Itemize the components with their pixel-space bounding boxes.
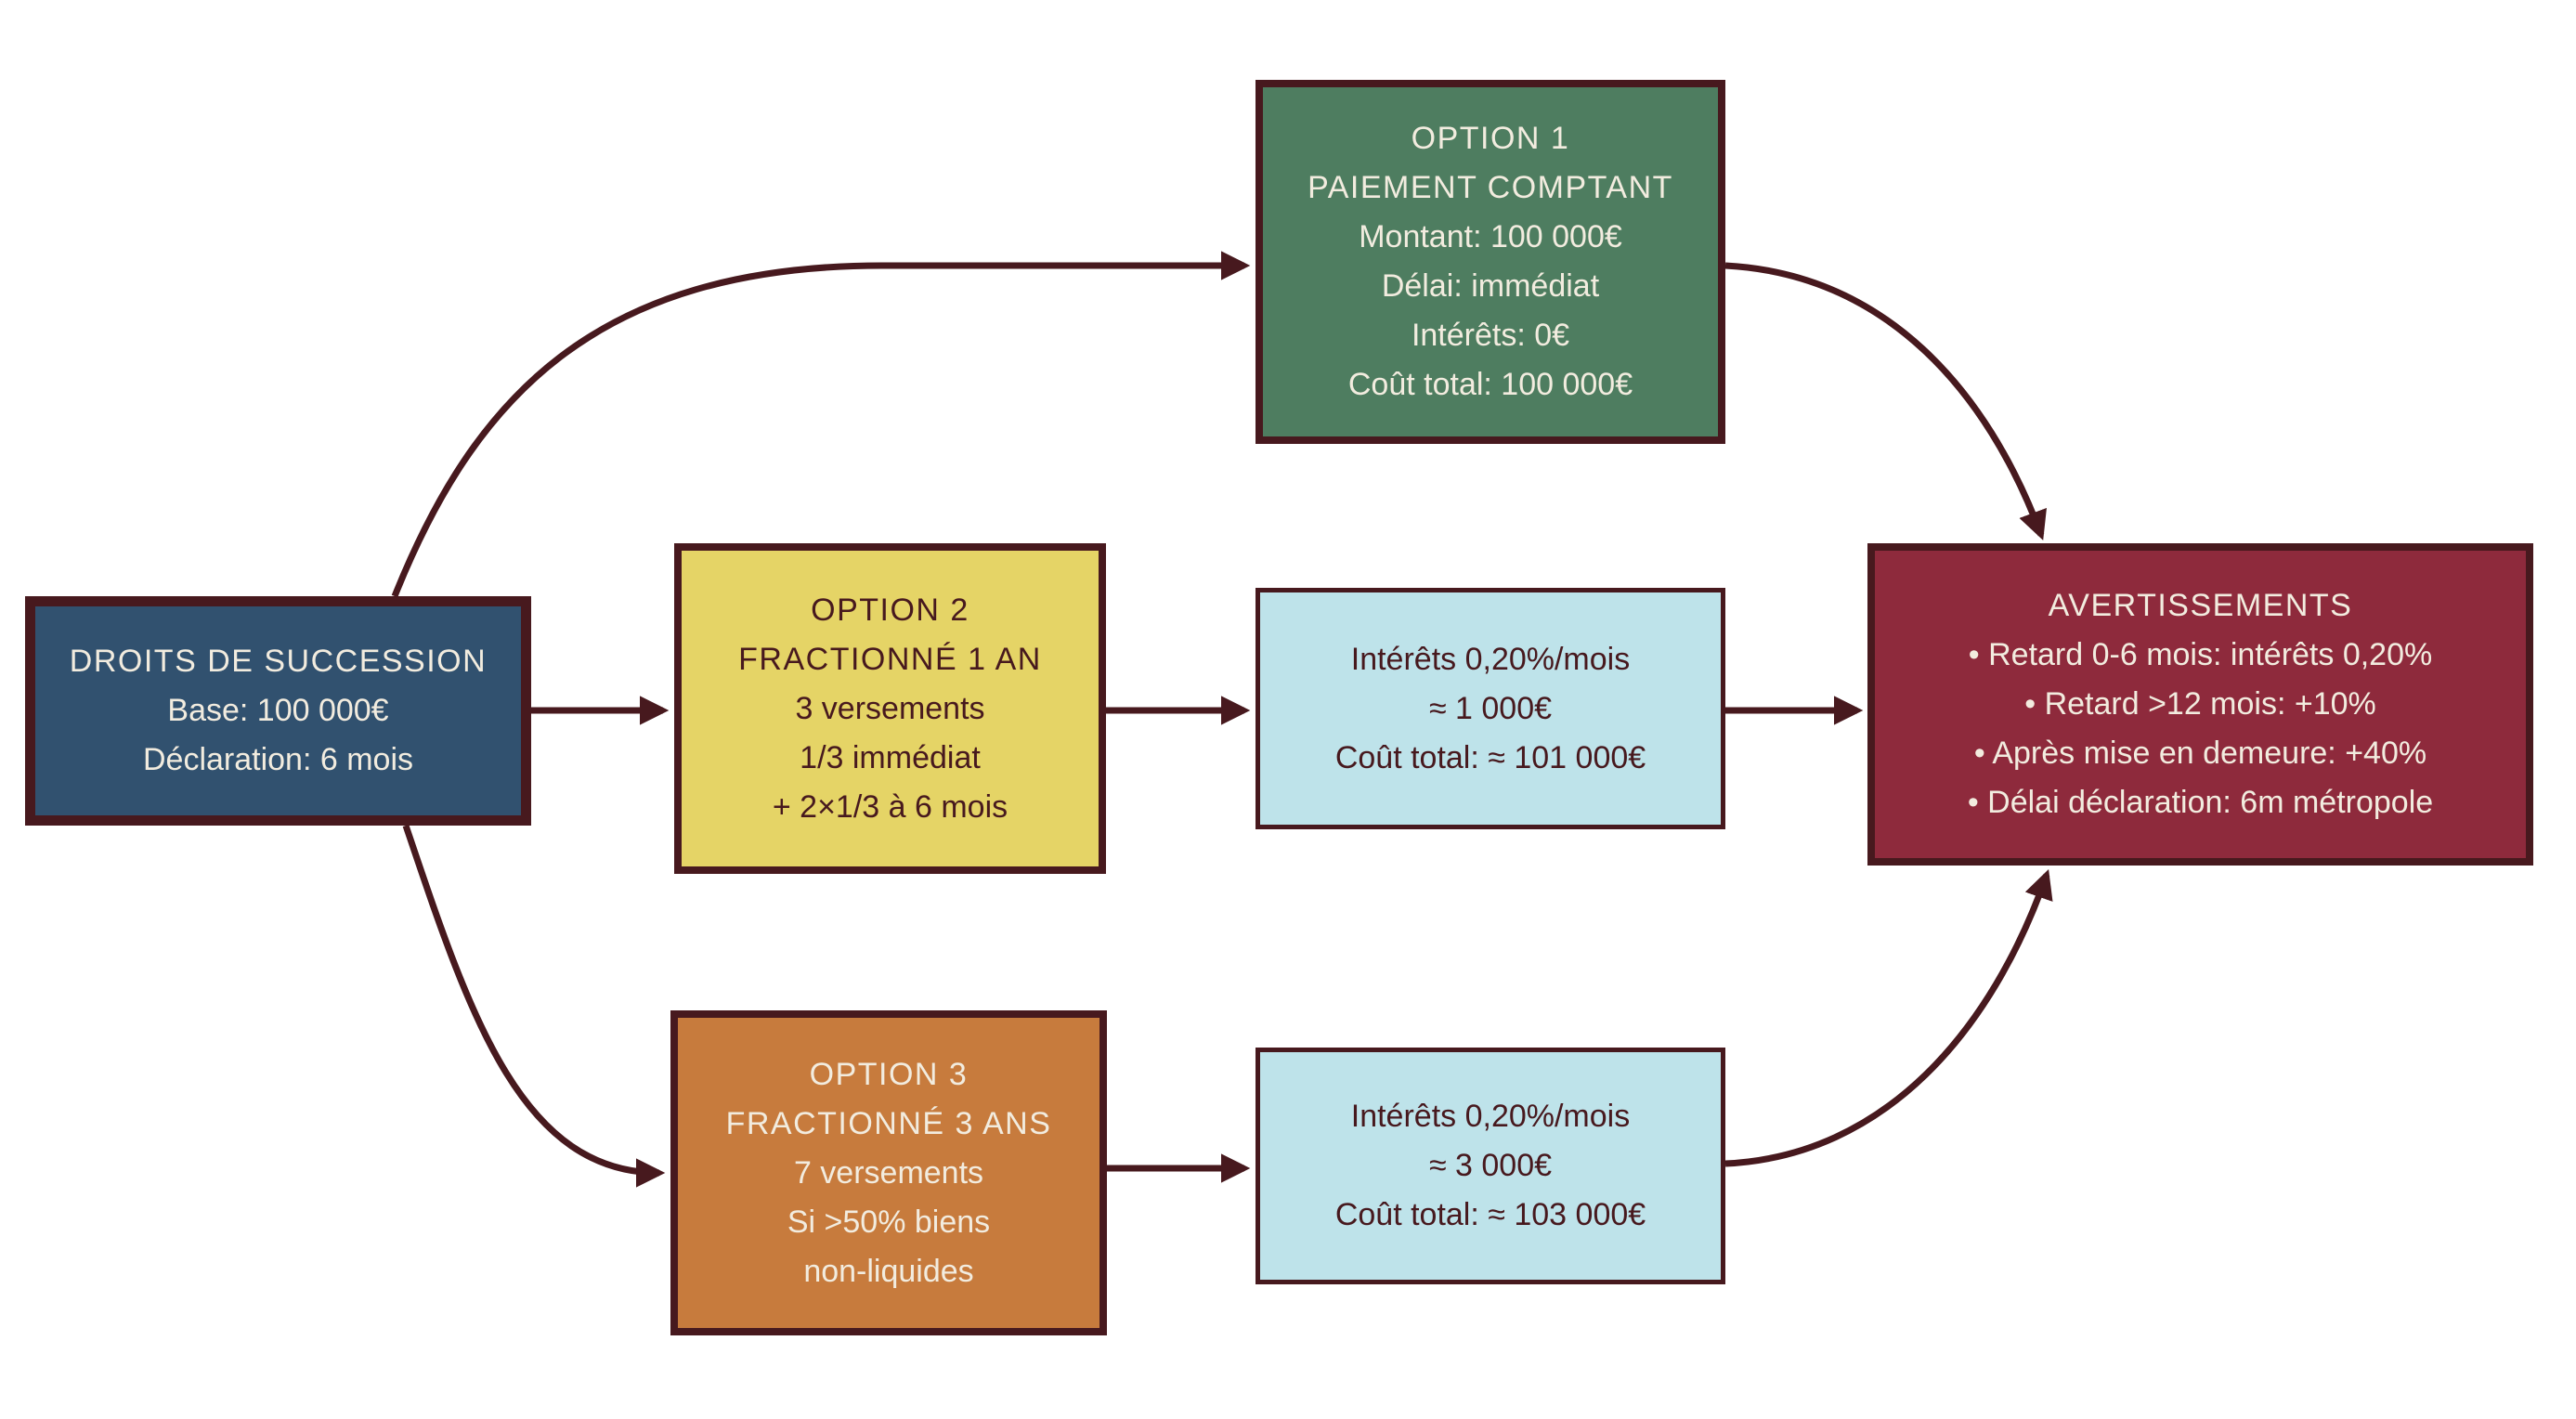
droits-succession-box: DROITS DE SUCCESSION Base: 100 000€ Décl…: [25, 596, 531, 826]
interest2-cout-total: Coût total: ≈ 103 000€: [1334, 1197, 1646, 1232]
option2-echeances: + 2×1/3 à 6 mois: [772, 788, 1008, 825]
option3-condition-liquides: non-liquides: [803, 1253, 974, 1289]
source-declaration: Déclaration: 6 mois: [142, 742, 413, 777]
arrow-source-to-option3: [402, 824, 666, 1188]
option3-fractionne-3ans-box: OPTION 3 FRACTIONNÉ 3 ANS 7 versements S…: [670, 1010, 1107, 1335]
option2-versements: 3 versements: [795, 690, 985, 726]
warning-delai-declaration: • Délai déclaration: 6m métropole: [1967, 785, 2434, 820]
option1-interets: Intérêts: 0€: [1411, 318, 1570, 353]
interest1-taux: Intérêts 0,20%/mois: [1350, 641, 1631, 677]
option1-subtitle: PAIEMENT COMPTANT: [1308, 170, 1673, 205]
interest1-montant: ≈ 1 000€: [1428, 690, 1553, 726]
option1-title: OPTION 1: [1411, 121, 1570, 156]
warning-retard-12: • Retard >12 mois: +10%: [2024, 686, 2376, 722]
warning-retard-0-6: • Retard 0-6 mois: intérêts 0,20%: [1968, 637, 2433, 672]
option1-montant: Montant: 100 000€: [1359, 219, 1622, 254]
source-base: Base: 100 000€: [167, 693, 389, 728]
warning-mise-en-demeure: • Après mise en demeure: +40%: [1973, 736, 2427, 771]
option2-title: OPTION 2: [811, 592, 969, 628]
option3-versements: 7 versements: [793, 1154, 984, 1191]
interest2-box: Intérêts 0,20%/mois ≈ 3 000€ Coût total:…: [1255, 1048, 1725, 1284]
avertissements-box: AVERTISSEMENTS • Retard 0-6 mois: intérê…: [1867, 543, 2533, 866]
interest2-taux: Intérêts 0,20%/mois: [1350, 1099, 1631, 1134]
interest1-box: Intérêts 0,20%/mois ≈ 1 000€ Coût total:…: [1255, 588, 1725, 829]
source-title: DROITS DE SUCCESSION: [69, 644, 488, 679]
interest1-cout-total: Coût total: ≈ 101 000€: [1334, 739, 1646, 775]
warnings-title: AVERTISSEMENTS: [2048, 588, 2353, 623]
option1-cout-total: Coût total: 100 000€: [1347, 367, 1633, 402]
option1-paiement-comptant-box: OPTION 1 PAIEMENT COMPTANT Montant: 100 …: [1255, 80, 1725, 444]
option3-condition-biens: Si >50% biens: [787, 1204, 991, 1240]
option2-fractionne-1an-box: OPTION 2 FRACTIONNÉ 1 AN 3 versements 1/…: [674, 543, 1106, 874]
option2-immediat: 1/3 immédiat: [800, 739, 981, 775]
interest2-montant: ≈ 3 000€: [1428, 1148, 1553, 1183]
arrow-option1-to-warnings: [1724, 262, 2047, 540]
arrow-interest2-to-warnings: [1724, 869, 2053, 1167]
option3-subtitle: FRACTIONNÉ 3 ANS: [725, 1105, 1052, 1141]
option2-subtitle: FRACTIONNÉ 1 AN: [738, 641, 1042, 677]
option1-delai: Délai: immédiat: [1381, 268, 1600, 304]
option3-title: OPTION 3: [809, 1056, 969, 1092]
